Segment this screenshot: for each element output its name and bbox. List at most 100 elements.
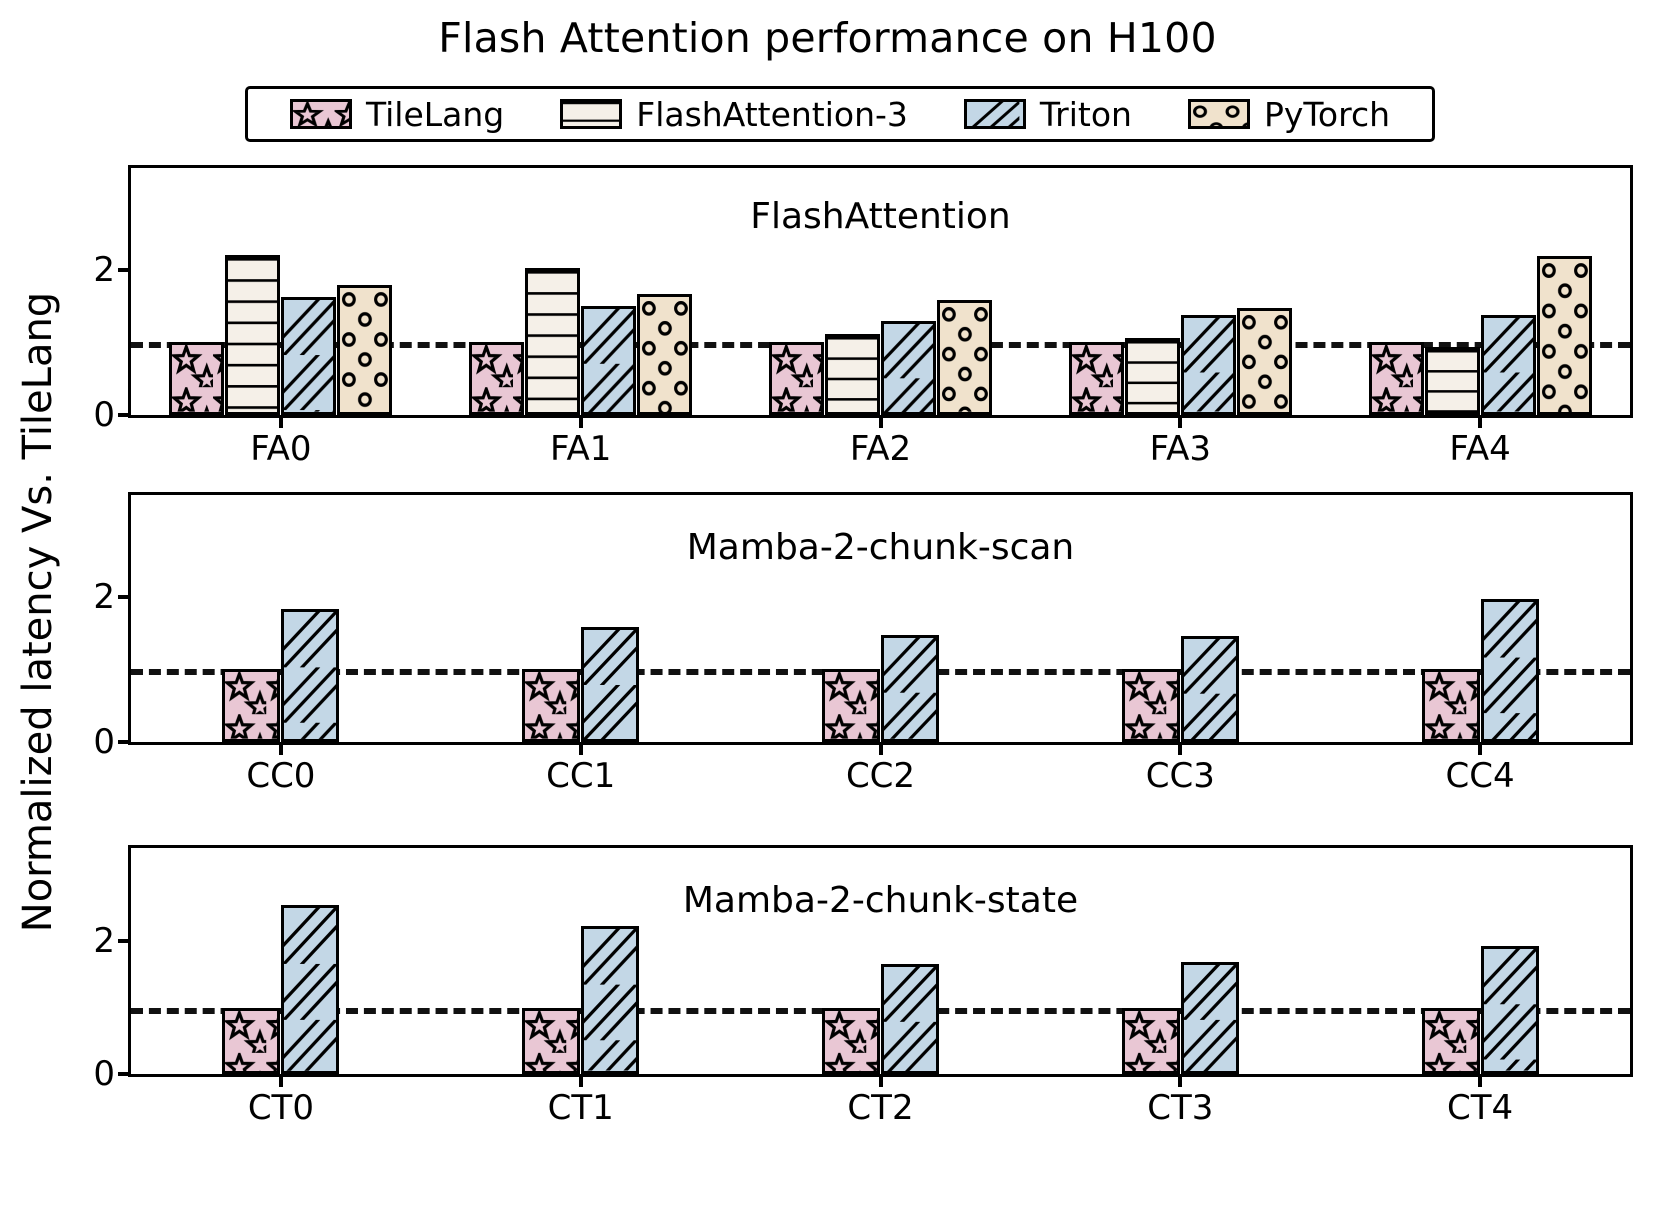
x-tick-mark [878, 742, 883, 755]
x-tick-mark [278, 415, 283, 428]
x-tick-mark [578, 415, 583, 428]
bar-fa2-flashattention-3 [825, 334, 880, 415]
y-axis-label: Normalized latency Vs. TileLang [15, 291, 61, 933]
legend-swatch-dots-icon [1187, 99, 1250, 129]
bar-cc3-tilelang [1121, 669, 1180, 742]
bar-ct3-triton [1180, 961, 1239, 1074]
x-tick-label-fa4: FA4 [1449, 429, 1511, 469]
bar-ct0-tilelang [222, 1007, 281, 1074]
y-tick-mark [118, 1072, 131, 1076]
legend-item-pytorch[interactable]: PyTorch [1187, 94, 1391, 134]
bar-fa3-tilelang [1068, 342, 1124, 415]
x-tick-mark [578, 742, 583, 755]
baseline-reference-line [131, 342, 1630, 349]
x-tick-mark [578, 1074, 583, 1087]
x-tick-label-cc2: CC2 [845, 756, 916, 796]
subplot-mamba-chunk-state: Mamba-2-chunk-state 0 2 CT0 [93, 845, 1633, 1128]
bar-fa1-pytorch [637, 293, 693, 415]
legend-swatch-star-icon [289, 99, 352, 129]
bar-fa4-triton [1480, 315, 1536, 415]
subplot-title: Mamba-2-chunk-state [682, 880, 1079, 921]
bar-cc4-tilelang [1421, 669, 1480, 742]
x-tick-mark [1478, 742, 1483, 755]
y-tick-label: 0 [93, 722, 115, 762]
bar-fa3-flashattention-3 [1124, 338, 1180, 415]
y-tick-label: 0 [93, 1054, 115, 1094]
x-tick-mark [1478, 415, 1483, 428]
x-tick-mark [878, 1074, 883, 1087]
subplot-mamba-chunk-scan: Mamba-2-chunk-scan 0 2 CC0 [93, 492, 1633, 796]
bar-fa2-tilelang [769, 342, 824, 415]
legend-item-tilelang[interactable]: TileLang [289, 94, 505, 134]
x-tick-mark [278, 742, 283, 755]
bar-fa2-pytorch [937, 300, 992, 415]
bar-fa4-tilelang [1368, 342, 1424, 415]
bar-fa4-flashattention-3 [1424, 346, 1480, 415]
y-tick-label: 2 [93, 921, 115, 962]
baseline-reference-line [131, 1007, 1630, 1014]
bar-fa4-pytorch [1536, 255, 1592, 415]
x-tick-label-fa0: FA0 [250, 429, 312, 469]
bar-ct3-tilelang [1121, 1007, 1180, 1074]
baseline-reference-line [131, 669, 1630, 676]
x-tick-label-ct4: CT4 [1447, 1088, 1514, 1128]
bar-fa0-triton [281, 297, 337, 415]
bar-ct4-tilelang [1421, 1007, 1480, 1074]
bar-cc0-triton [281, 609, 340, 742]
y-tick-label: 2 [93, 576, 115, 617]
legend-label: Triton [1039, 94, 1132, 134]
bar-cc1-triton [581, 626, 640, 742]
legend-label: TileLang [365, 94, 505, 134]
x-tick-mark [1178, 1074, 1183, 1087]
y-tick-label: 0 [93, 395, 115, 435]
legend-label: FlashAttention-3 [636, 94, 908, 134]
bar-ct2-tilelang [822, 1007, 880, 1074]
legend-item-flashattention-3[interactable]: FlashAttention-3 [560, 98, 908, 131]
x-tick-label-ct1: CT1 [547, 1088, 614, 1128]
bar-ct0-triton [281, 905, 340, 1074]
bar-fa1-flashattention-3 [525, 268, 581, 415]
bar-fa3-pytorch [1236, 308, 1292, 415]
x-tick-label-cc1: CC1 [546, 756, 616, 796]
x-tick-mark [278, 1074, 283, 1087]
bar-cc2-triton [881, 635, 939, 742]
bar-ct4-triton [1480, 946, 1539, 1074]
x-tick-label-cc4: CC4 [1445, 756, 1515, 796]
bar-ct2-triton [881, 963, 939, 1074]
bar-fa0-tilelang [169, 342, 225, 415]
bar-fa1-triton [581, 306, 637, 415]
x-tick-label-cc3: CC3 [1145, 756, 1215, 796]
bar-cc1-tilelang [522, 669, 581, 742]
figure-title: Flash Attention performance on H100 [438, 14, 1217, 62]
bar-fa0-pytorch [337, 284, 393, 415]
legend-item-triton[interactable]: Triton [963, 94, 1132, 134]
bar-fa3-triton [1180, 315, 1236, 415]
bar-cc4-triton [1480, 598, 1539, 742]
bar-fa0-flashattention-3 [225, 255, 281, 415]
x-tick-mark [1178, 742, 1183, 755]
x-tick-label-ct2: CT2 [847, 1088, 914, 1128]
x-tick-mark [1178, 415, 1183, 428]
y-tick-mark [118, 413, 131, 417]
subplot-title: Mamba-2-chunk-scan [686, 527, 1075, 568]
legend: TileLang FlashAttention-3 Triton [245, 86, 1435, 142]
subplot-title: FlashAttention [750, 196, 1011, 237]
x-tick-mark [1478, 1074, 1483, 1087]
x-tick-label-fa2: FA2 [849, 429, 912, 469]
bar-fa1-tilelang [469, 342, 525, 415]
bar-ct1-tilelang [522, 1007, 581, 1074]
x-tick-label-ct0: CT0 [247, 1088, 314, 1128]
y-tick-mark [118, 267, 131, 272]
bar-cc3-triton [1180, 635, 1239, 742]
legend-swatch-diag-icon [963, 99, 1026, 129]
x-tick-label-cc0: CC0 [246, 756, 316, 796]
bar-fa2-triton [881, 320, 936, 415]
y-tick-mark [118, 594, 131, 599]
bar-cc0-tilelang [222, 669, 281, 742]
y-tick-mark [118, 740, 131, 744]
legend-swatch-hline-icon [560, 99, 623, 129]
legend-label: PyTorch [1263, 94, 1391, 134]
x-tick-label-fa1: FA1 [550, 429, 612, 469]
